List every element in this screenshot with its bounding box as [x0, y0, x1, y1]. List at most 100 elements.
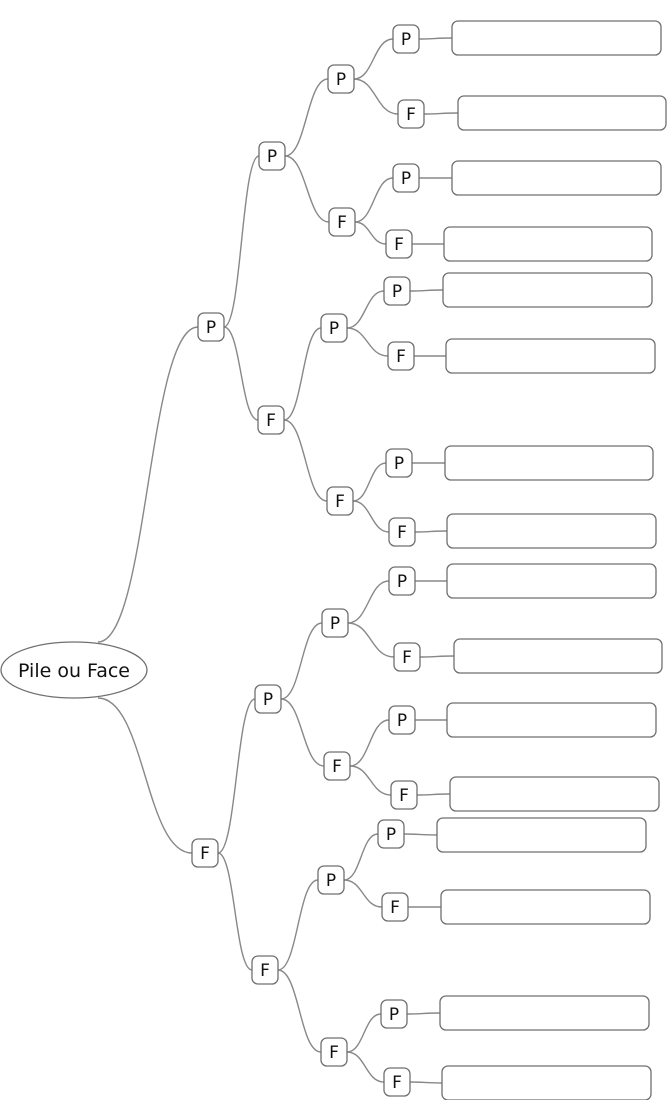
answer-box[interactable] [446, 702, 657, 738]
answer-box[interactable] [451, 160, 662, 196]
answer-box-frame[interactable] [446, 513, 657, 549]
node-box [380, 999, 408, 1029]
answer-connector [406, 1012, 441, 1015]
answer-box-frame[interactable] [451, 160, 662, 196]
answer-box[interactable] [451, 20, 662, 56]
branch-edge [352, 462, 387, 502]
answer-connector [403, 833, 438, 836]
answer-connector [419, 655, 455, 658]
tree-node-face: F [326, 486, 354, 516]
tree-node-face: F [383, 1067, 411, 1097]
tree-node-face: F [257, 405, 285, 435]
node-box [317, 865, 345, 895]
tree-node-pile: P [388, 705, 416, 735]
root-label: Pile ou Face [18, 660, 130, 682]
node-box [191, 838, 219, 868]
branch-edge [346, 1051, 385, 1083]
node-box [390, 780, 418, 810]
answer-box[interactable] [439, 995, 650, 1031]
node-label: F [406, 105, 416, 125]
answer-box-frame[interactable] [439, 995, 650, 1031]
branch-edge [280, 622, 323, 700]
answer-box-frame[interactable] [436, 817, 647, 853]
answer-box[interactable] [453, 638, 663, 674]
answer-box-frame[interactable] [457, 95, 667, 131]
node-box [381, 892, 409, 922]
answer-box-frame[interactable] [445, 338, 656, 374]
tree-node-pile: P [385, 448, 413, 478]
tree-node-face: F [388, 517, 416, 547]
node-label: F [200, 844, 210, 864]
node-box [393, 642, 421, 672]
tree-node-face: F [397, 99, 425, 129]
answer-box[interactable] [445, 338, 656, 374]
answer-box-frame[interactable] [444, 445, 654, 481]
answer-box[interactable] [443, 226, 653, 262]
answer-connector [418, 37, 453, 40]
branch-edge [284, 155, 330, 223]
answer-box[interactable] [442, 272, 653, 308]
tree-node-face: F [387, 341, 415, 371]
answer-box[interactable] [441, 1065, 652, 1100]
answer-box[interactable] [444, 445, 654, 481]
node-label: P [401, 30, 411, 50]
tree-node-face: F [191, 838, 219, 868]
node-label: P [397, 711, 407, 731]
tree-node-face: F [381, 892, 409, 922]
tree-branches [97, 37, 459, 1084]
answer-box-frame[interactable] [446, 702, 657, 738]
node-box [258, 141, 286, 171]
answer-box-frame[interactable] [442, 272, 653, 308]
branch-edge [354, 177, 394, 223]
answer-box[interactable] [449, 776, 660, 812]
tree-node-pile: P [388, 566, 416, 596]
root-node: Pile ou Face [0, 641, 148, 699]
node-label: F [266, 411, 276, 431]
answer-box[interactable] [457, 95, 667, 131]
node-box [387, 341, 415, 371]
answer-box-frame[interactable] [446, 563, 657, 599]
tree-node-face: F [390, 780, 418, 810]
answer-connector [423, 112, 459, 115]
node-box [377, 819, 405, 849]
node-box [388, 517, 416, 547]
answer-box-frame[interactable] [443, 226, 653, 262]
node-label: F [402, 648, 412, 668]
node-box [392, 163, 420, 193]
answer-box-frame[interactable] [453, 638, 663, 674]
node-label: P [326, 871, 336, 891]
node-label: P [263, 690, 273, 710]
answer-box[interactable] [446, 563, 657, 599]
node-label: F [335, 492, 345, 512]
branch-edge [283, 419, 328, 502]
node-box [321, 608, 349, 638]
branch-edge [346, 327, 389, 357]
answer-box-frame[interactable] [451, 20, 662, 56]
tree-node-pile: P [317, 865, 345, 895]
node-box [392, 24, 420, 54]
tree-node-pile: P [320, 313, 348, 343]
root-branch-edge [97, 697, 193, 854]
answer-box[interactable] [446, 513, 657, 549]
answer-box-frame[interactable] [440, 889, 651, 925]
node-label: F [392, 1073, 402, 1093]
branch-edge [343, 879, 383, 908]
answer-box[interactable] [440, 889, 651, 925]
node-label: F [390, 898, 400, 918]
node-label: P [392, 282, 402, 302]
branch-edge [347, 622, 395, 658]
node-label: P [389, 1005, 399, 1025]
branch-edge [349, 765, 392, 796]
branch-edge [347, 580, 390, 624]
tree-node-face: F [385, 229, 413, 259]
node-box [385, 229, 413, 259]
answer-box-frame[interactable] [441, 1065, 652, 1100]
answer-box[interactable] [436, 817, 647, 853]
node-label: F [337, 213, 347, 233]
branch-edge [284, 78, 329, 157]
branch-edge [343, 833, 379, 881]
node-label: P [329, 319, 339, 339]
node-box [397, 99, 425, 129]
answer-box-frame[interactable] [449, 776, 660, 812]
